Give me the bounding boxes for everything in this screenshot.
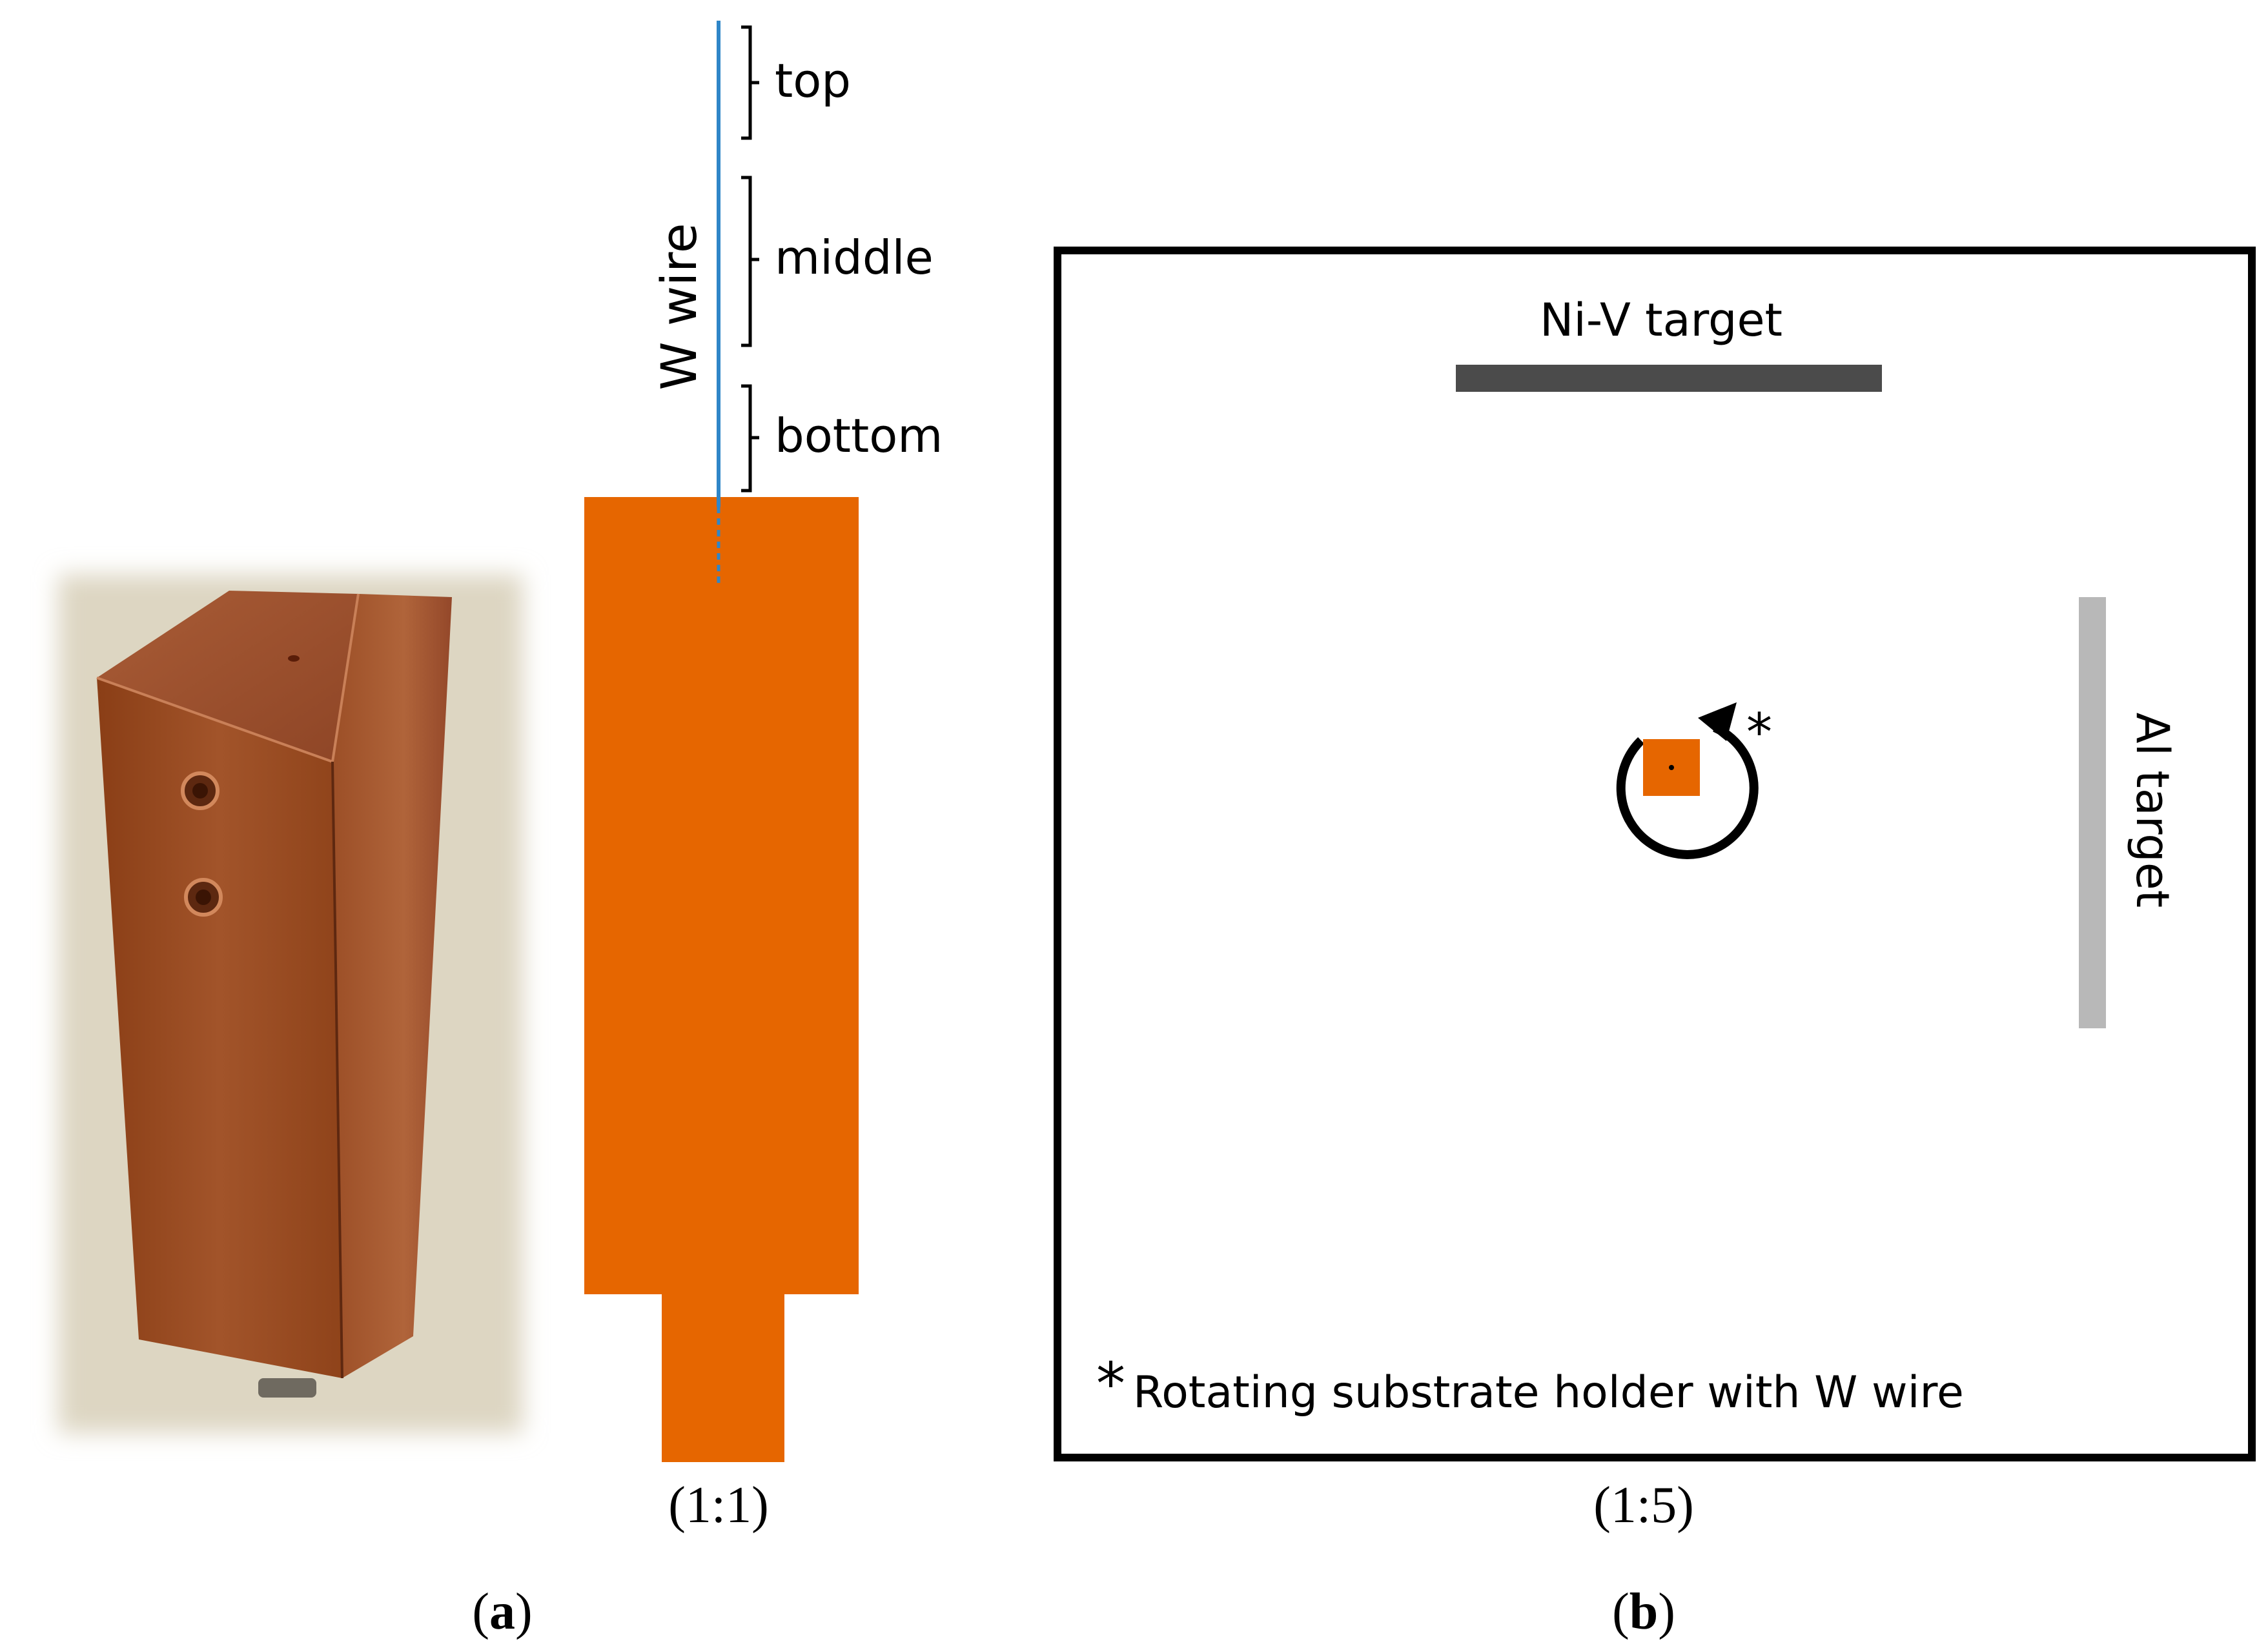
block-top-face	[97, 591, 358, 762]
scale-b-label: (1:5)	[1593, 1477, 1694, 1534]
block-stub	[258, 1378, 316, 1398]
segment-middle-label: middle	[775, 230, 934, 285]
holder-stub	[662, 1291, 784, 1462]
threaded-hole-icon	[192, 783, 208, 799]
rotation-arrow-icon	[1616, 723, 1759, 859]
panel-a: W wire top middle bottom (1:1) (a)	[58, 21, 943, 1640]
rotating-holder: *	[1616, 702, 1772, 859]
brace-top-icon	[741, 25, 759, 140]
caption-a: (a)	[472, 1583, 532, 1640]
brace-bottom-icon	[741, 384, 759, 493]
wire-label: W wire	[650, 223, 708, 391]
threaded-hole-icon	[196, 890, 211, 905]
caption-a-letter: a	[489, 1583, 515, 1640]
segment-bottom-label: bottom	[775, 409, 943, 463]
block-edge-vertical	[331, 761, 343, 1379]
segment-braces	[741, 25, 759, 493]
rotation-arrowhead-icon	[1698, 702, 1737, 741]
caption-b-letter: b	[1629, 1583, 1659, 1640]
niv-target-label: Ni-V target	[1540, 294, 1783, 347]
al-target-label: Al target	[2126, 713, 2179, 908]
niv-target	[1456, 365, 1882, 392]
holder-body	[584, 497, 859, 1294]
caption-b: (b)	[1612, 1583, 1675, 1640]
chamber-outline	[1054, 247, 2256, 1461]
wire-top-view-icon	[1669, 765, 1674, 770]
footnote-asterisk: *	[1096, 1350, 1125, 1418]
panel-b: Ni-V target Al target * * Rotating subst…	[1054, 247, 2256, 1640]
segment-top-label: top	[775, 54, 851, 108]
holder-schematic	[584, 21, 859, 1462]
copper-block-photo	[58, 575, 523, 1433]
rotation-asterisk: *	[1746, 702, 1772, 762]
brace-middle-icon	[741, 176, 759, 347]
block-front-face	[97, 678, 342, 1378]
footnote-text: Rotating substrate holder with W wire	[1133, 1367, 1964, 1418]
scale-a-label: (1:1)	[668, 1477, 769, 1534]
al-target	[2079, 597, 2106, 1028]
block-side-face	[332, 594, 452, 1378]
wire-hole-icon	[288, 655, 300, 662]
